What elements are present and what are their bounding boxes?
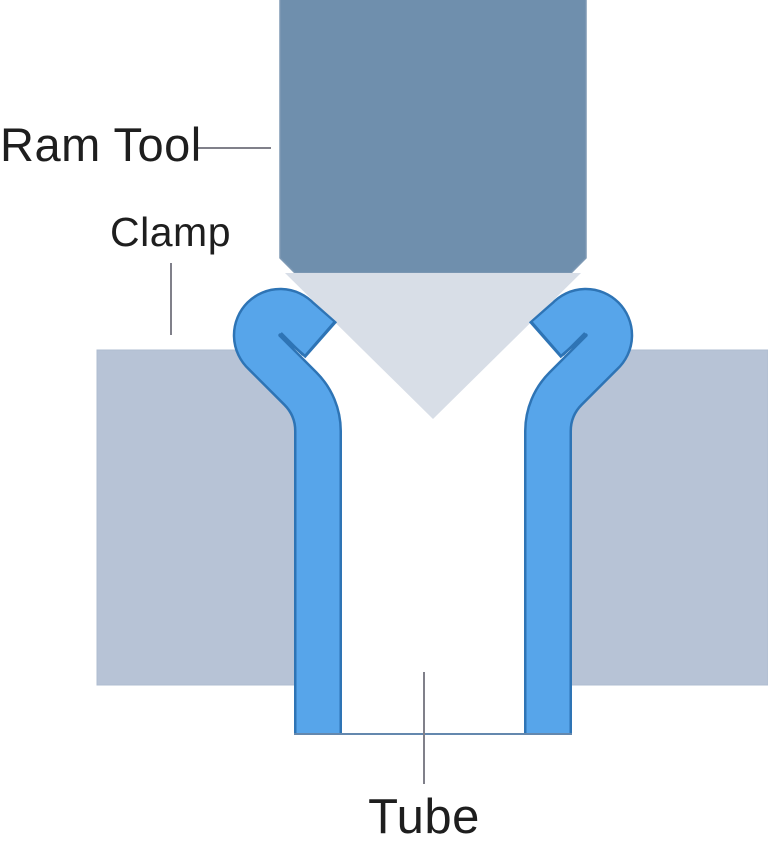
ram-tool-label: Ram Tool xyxy=(0,121,183,168)
tube-label: Tube xyxy=(354,793,494,842)
clamp-right-block xyxy=(572,350,768,685)
clamp-label: Clamp xyxy=(0,212,231,253)
clamp-left-block xyxy=(97,350,295,685)
ram-tool-shape xyxy=(280,0,586,273)
